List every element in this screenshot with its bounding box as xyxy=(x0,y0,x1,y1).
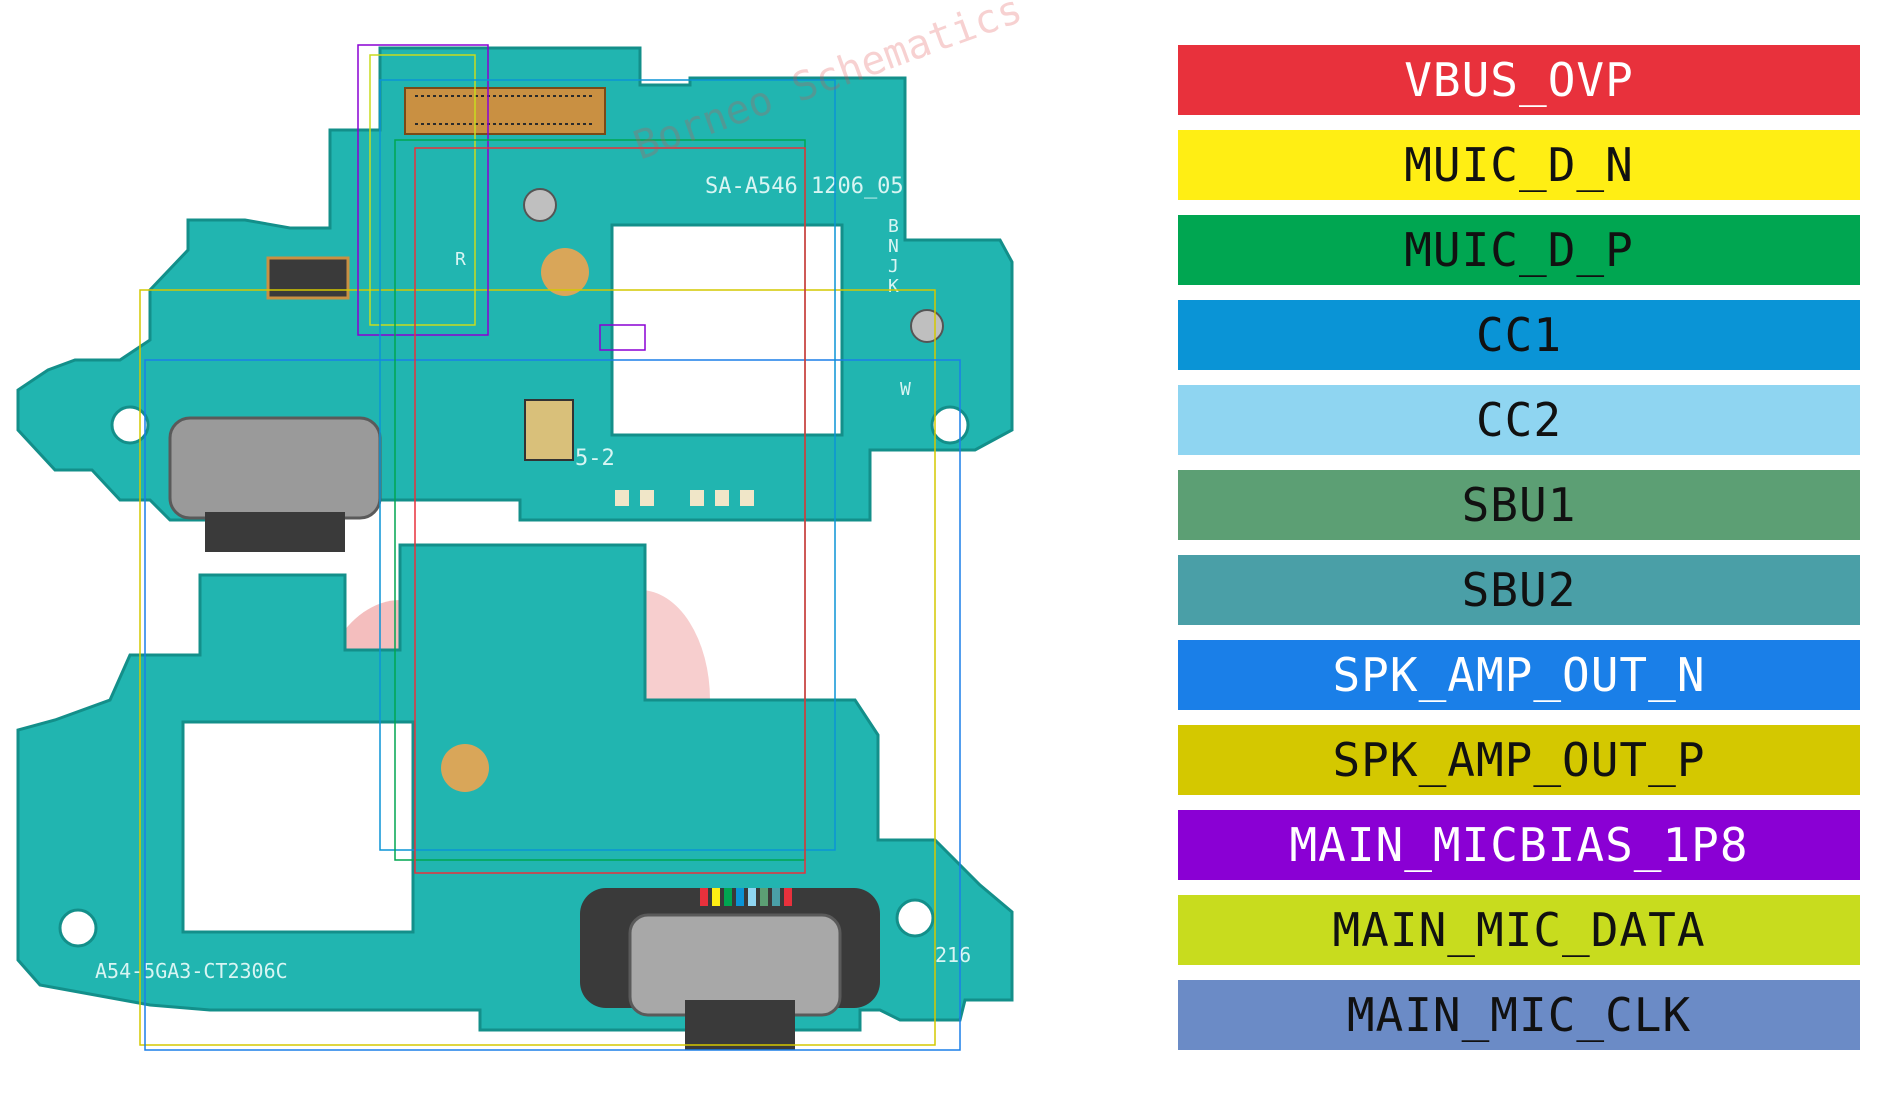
legend-label: MAIN_MIC_DATA xyxy=(1332,903,1706,957)
gold-contact-pad-bottom xyxy=(441,744,489,792)
legend-label: CC2 xyxy=(1475,393,1563,447)
legend-item-vbus-ovp: VBUS_OVP xyxy=(1178,45,1860,115)
microphone-component xyxy=(524,399,574,461)
legend-label: VBUS_OVP xyxy=(1404,53,1634,107)
pcb-diagram-area: SA-A546 1206_05 5-2 R W B N J K xyxy=(16,0,1028,1051)
silk-label-r: R xyxy=(455,249,466,270)
silk-letter-b: B xyxy=(888,216,899,237)
silk-letter-j: J xyxy=(888,256,899,277)
legend-label: SPK_AMP_OUT_N xyxy=(1332,648,1706,702)
legend-label: MAIN_MIC_CLK xyxy=(1346,988,1692,1042)
legend-label: CC1 xyxy=(1475,308,1563,362)
legend-item-sbu2: SBU2 xyxy=(1178,555,1860,625)
silk-label-w: W xyxy=(900,379,911,400)
legend-item-muic-d-n: MUIC_D_N xyxy=(1178,130,1860,200)
legend-item-cc2: CC2 xyxy=(1178,385,1860,455)
legend-item-main-mic-clk: MAIN_MIC_CLK xyxy=(1178,980,1860,1050)
legend-item-cc1: CC1 xyxy=(1178,300,1860,370)
top-window-cutout xyxy=(610,223,844,437)
legend-label: MAIN_MICBIAS_1P8 xyxy=(1289,818,1749,872)
legend-item-spk-amp-out-p: SPK_AMP_OUT_P xyxy=(1178,725,1860,795)
signal-trace-overlays xyxy=(139,44,961,1051)
board-to-board-connector xyxy=(404,87,606,135)
top-board: SA-A546 1206_05 5-2 R W B N J K xyxy=(16,46,1014,552)
bottom-window-cutout xyxy=(181,720,415,934)
silk-letter-k: K xyxy=(888,276,899,297)
version-marking: 5-2 xyxy=(575,446,615,471)
bottom-mount-hole-left xyxy=(58,908,98,948)
bottom-board-marking: A54-5GA3-CT2306C xyxy=(95,959,288,983)
usb-pin-highlights xyxy=(700,888,792,906)
top-mount-hole-right xyxy=(930,405,970,445)
legend-label: MUIC_D_N xyxy=(1404,138,1634,192)
pcb-diagram: SA-A546 1206_05 5-2 R W B N J K xyxy=(16,0,1028,1051)
legend-item-sbu1: SBU1 xyxy=(1178,470,1860,540)
legend-item-main-mic-data: MAIN_MIC_DATA xyxy=(1178,895,1860,965)
top-mount-hole-left xyxy=(110,405,150,445)
bottom-board: A54-5GA3-CT2306C 216 xyxy=(16,543,1014,1050)
legend-label: SPK_AMP_OUT_P xyxy=(1332,733,1706,787)
legend-label: SBU1 xyxy=(1461,478,1577,532)
legend-label: SBU2 xyxy=(1461,563,1577,617)
antenna-connector-1 xyxy=(523,188,557,222)
antenna-connector-2 xyxy=(910,309,944,343)
bottom-board-number: 216 xyxy=(935,943,971,967)
legend-label: MUIC_D_P xyxy=(1404,223,1634,277)
legend-item-spk-amp-out-n: SPK_AMP_OUT_N xyxy=(1178,640,1860,710)
usb-c-shell-top xyxy=(205,512,345,552)
gold-contact-pad-top xyxy=(541,248,589,296)
silk-letter-n: N xyxy=(888,236,899,257)
usb-c-port-top xyxy=(168,416,382,520)
bottom-mount-hole-right xyxy=(895,898,935,938)
legend-item-muic-d-p: MUIC_D_P xyxy=(1178,215,1860,285)
legend-item-main-micbias-1p8: MAIN_MICBIAS_1P8 xyxy=(1178,810,1860,880)
flex-connector-small xyxy=(266,256,350,300)
usb-c-shell-bottom xyxy=(685,1000,795,1050)
